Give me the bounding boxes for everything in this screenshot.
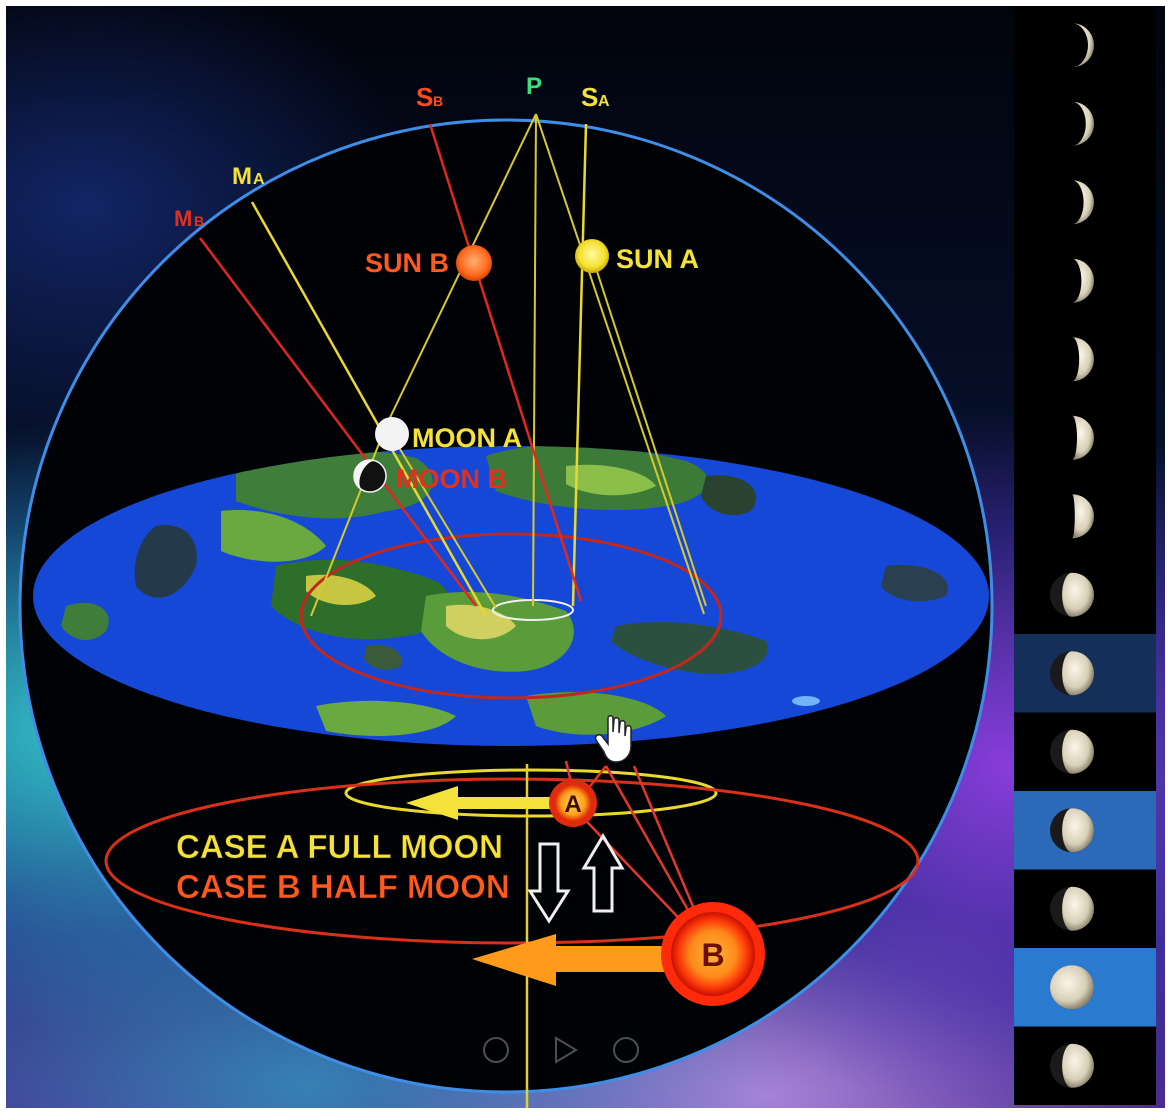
p-label: P: [526, 73, 542, 100]
ma-top-label: M A: [232, 163, 265, 190]
moon-b-label: MOON B: [396, 464, 507, 494]
sb-line: [428, 123, 583, 602]
marker-a: A: [549, 779, 597, 827]
arrow-b: [472, 934, 671, 986]
moon-a: [375, 417, 409, 451]
moon-phase-crescent: [1014, 477, 1156, 556]
svg-text:A: A: [253, 171, 265, 188]
arrow-a: [406, 786, 556, 820]
flat-earth-disc: [33, 446, 989, 746]
moon-a-label: MOON A: [412, 423, 522, 453]
sun-b: [456, 245, 492, 281]
play-icon[interactable]: [555, 1036, 578, 1064]
svg-text:M: M: [174, 206, 192, 231]
moon-phase-crescent: [1014, 84, 1156, 163]
video-controls[interactable]: [476, 1028, 696, 1072]
svg-text:S: S: [581, 82, 598, 112]
svg-text:S: S: [416, 82, 433, 112]
down-arrow-icon: [527, 842, 571, 924]
p-projection-lines: [310, 113, 705, 617]
moon-phase-gibbous: [1014, 1026, 1156, 1105]
orbit-b: [104, 777, 920, 945]
svg-text:A: A: [564, 791, 581, 818]
svg-text:B: B: [194, 213, 204, 229]
orbit-a: [344, 768, 718, 818]
moon-phase-crescent: [1014, 320, 1156, 399]
legend-case-a: CASE A FULL MOON: [176, 828, 503, 865]
sa-line: [571, 123, 588, 607]
svg-text:M: M: [232, 163, 252, 190]
tropic-circle: [299, 532, 723, 700]
moon-b: [353, 459, 387, 493]
hand-cursor-icon: [594, 715, 632, 763]
legend-case-b: CASE B HALF MOON: [176, 868, 510, 905]
flat-earth-diagram: SUN A SUN B MOON A MOON B P S A S B M A …: [18, 6, 1156, 1108]
mb-line: [199, 237, 477, 607]
sb-top-label: S B: [416, 82, 443, 112]
svg-text:B: B: [701, 937, 724, 973]
rewind-10-icon[interactable]: [483, 1037, 509, 1063]
moon-phase-gibbous: [1014, 869, 1156, 948]
marker-b: B: [661, 902, 765, 1006]
continents: [61, 446, 948, 736]
sun-a-label: SUN A: [616, 244, 699, 274]
moon-phase-strip: [1014, 6, 1156, 1105]
diagram-stage: SUN A SUN B MOON A MOON B P S A S B M A …: [6, 6, 1165, 1108]
moon-phase-gibbous: [1014, 712, 1156, 791]
moon-phase-gibbous: [1014, 634, 1156, 713]
sun-a: [575, 239, 609, 273]
moon-phase-full: [1014, 948, 1156, 1027]
svg-text:A: A: [598, 93, 610, 110]
moon-phase-crescent: [1014, 163, 1156, 242]
sa-top-label: S A: [581, 82, 610, 112]
ma-line: [250, 201, 488, 617]
moon-phase-gibbous: [1014, 791, 1156, 870]
forward-10-icon[interactable]: [613, 1037, 639, 1063]
moon-phase-crescent: [1014, 398, 1156, 477]
moon-phase-crescent: [1014, 6, 1156, 85]
moon-phase-gibbous: [1014, 555, 1156, 634]
sun-a-cone-line: [591, 255, 707, 607]
up-arrow-icon: [581, 833, 625, 913]
svg-text:B: B: [433, 93, 443, 109]
moon-phase-crescent: [1014, 241, 1156, 320]
sun-b-label: SUN B: [365, 248, 449, 278]
mb-top-label: M B: [174, 206, 204, 231]
